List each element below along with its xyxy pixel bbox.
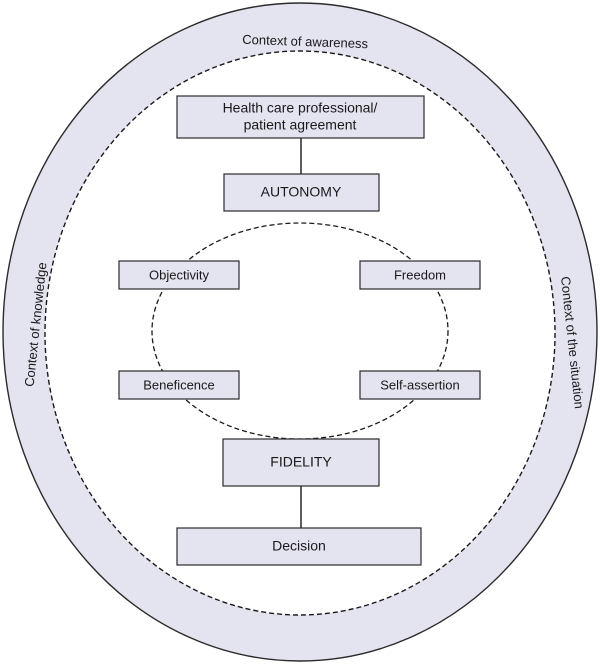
objectivity-label: Objectivity <box>149 267 209 282</box>
objectivity-box: Objectivity <box>118 260 240 290</box>
freedom-label: Freedom <box>394 267 446 282</box>
agreement-label-line1: Health care professional/ <box>223 100 378 116</box>
self-assertion-label: Self-assertion <box>380 377 459 392</box>
freedom-box: Freedom <box>359 260 481 290</box>
inner-dashed-ellipse <box>44 50 556 616</box>
decision-box: Decision <box>176 527 422 566</box>
self-assertion-box: Self-assertion <box>359 370 481 400</box>
decision-label: Decision <box>272 538 326 554</box>
autonomy-box: AUTONOMY <box>223 173 380 212</box>
fidelity-label: FIDELITY <box>270 454 332 470</box>
beneficence-label: Beneficence <box>143 377 215 392</box>
agreement-label-line2: patient agreement <box>244 117 357 133</box>
agreement-box: Health care professional/ patient agreem… <box>176 95 425 139</box>
fidelity-box: FIDELITY <box>222 438 380 487</box>
beneficence-box: Beneficence <box>118 370 240 400</box>
context-awareness-label: Context of awareness <box>242 32 369 51</box>
autonomy-label: AUTONOMY <box>261 184 342 200</box>
